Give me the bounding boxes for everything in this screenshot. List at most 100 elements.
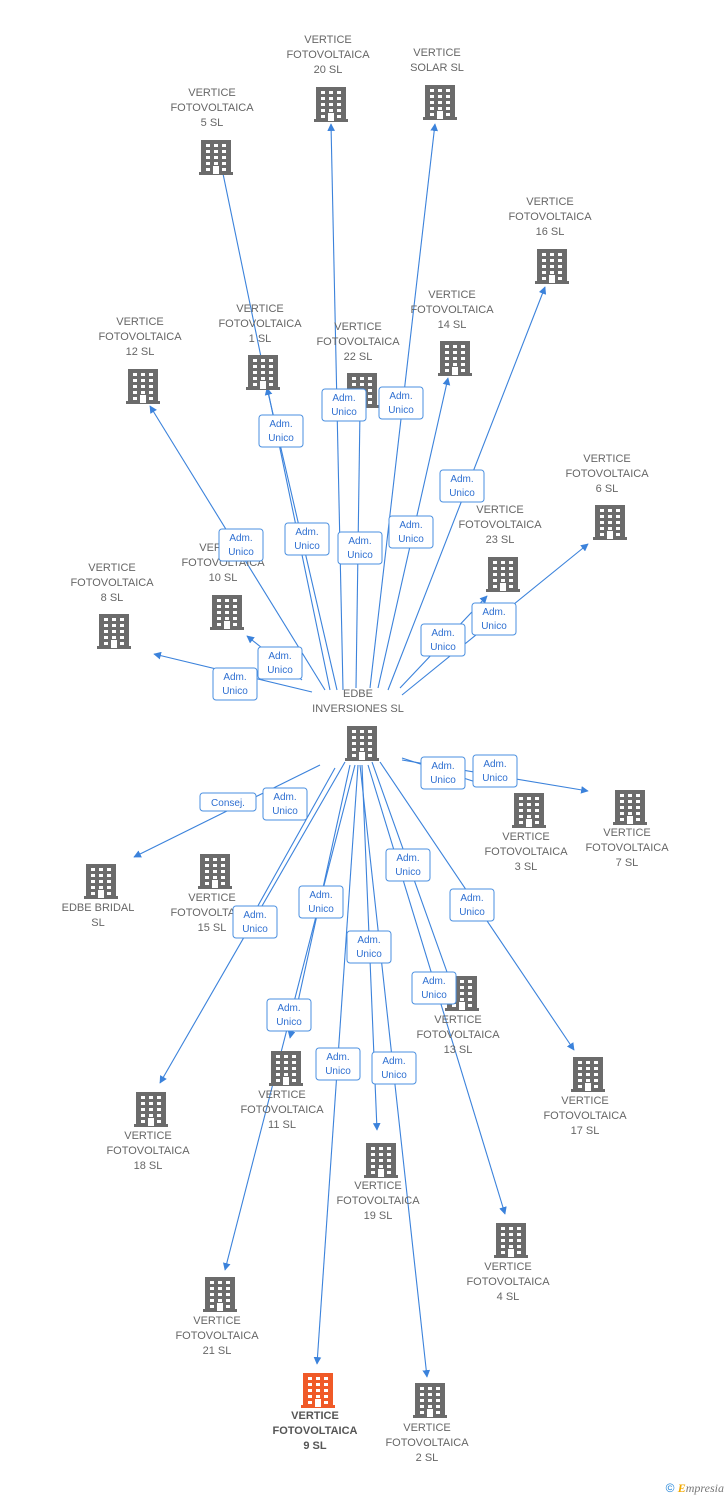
node-label-line: VERTICE bbox=[258, 1089, 305, 1101]
relation-text: Unico bbox=[308, 904, 334, 915]
building-icon-v7[interactable] bbox=[613, 790, 647, 825]
building-icon-v10[interactable] bbox=[210, 595, 244, 630]
building-icon-v4[interactable] bbox=[494, 1223, 528, 1258]
relation-label-bridal[interactable]: Consej. bbox=[199, 792, 257, 812]
node-label-line: 20 SL bbox=[314, 64, 343, 76]
relation-text: Adm. bbox=[223, 672, 246, 683]
relation-label-v12[interactable]: Adm.Unico bbox=[218, 528, 264, 562]
relation-label-v17[interactable]: Adm.Unico bbox=[449, 888, 495, 922]
relation-label-v4[interactable]: Adm.Unico bbox=[411, 971, 457, 1005]
node-label-line: VERTICE bbox=[434, 1014, 481, 1026]
relation-label-v1[interactable]: Adm.Unico bbox=[284, 522, 330, 556]
building-icon-v18[interactable] bbox=[134, 1092, 168, 1127]
relation-label-v21[interactable]: Adm.Unico bbox=[266, 998, 312, 1032]
relation-text: Unico bbox=[449, 488, 475, 499]
relation-text: Adm. bbox=[396, 853, 419, 864]
building-icon-v12[interactable] bbox=[126, 369, 160, 404]
relation-text: Adm. bbox=[450, 474, 473, 485]
node-label-line: FOTOVOLTAICA bbox=[70, 577, 154, 589]
relation-label-v15[interactable]: Adm.Unico bbox=[232, 905, 278, 939]
relation-label-v18[interactable]: Adm.Unico bbox=[262, 787, 308, 821]
relation-text: Unico bbox=[272, 806, 298, 817]
relation-label-v22[interactable]: Adm.Unico bbox=[337, 531, 383, 565]
node-label-line: 18 SL bbox=[134, 1160, 163, 1172]
building-icon-v5[interactable] bbox=[199, 140, 233, 175]
building-icon-v21[interactable] bbox=[203, 1277, 237, 1312]
relation-label-v2[interactable]: Adm.Unico bbox=[371, 1051, 417, 1085]
relation-label-v5[interactable]: Adm.Unico bbox=[258, 414, 304, 448]
building-icon-center[interactable] bbox=[345, 726, 379, 761]
node-label-line: 19 SL bbox=[364, 1210, 393, 1222]
node-label-line: VERTICE bbox=[334, 321, 381, 333]
relation-label-v16[interactable]: Adm. Unico bbox=[439, 469, 485, 503]
relation-label-v13[interactable]: Adm.Unico bbox=[385, 848, 431, 882]
relation-label-v7[interactable]: Adm.Unico bbox=[472, 754, 518, 788]
building-icon-v3[interactable] bbox=[512, 793, 546, 828]
relation-label-v19[interactable]: Adm.Unico bbox=[346, 930, 392, 964]
building-icon-v17[interactable] bbox=[571, 1057, 605, 1092]
relation-label-v9[interactable]: Adm.Unico bbox=[315, 1047, 361, 1081]
building-icon-v6[interactable] bbox=[593, 505, 627, 540]
relation-label-v14[interactable]: Adm.Unico bbox=[388, 515, 434, 549]
node-label-line: FOTOVOLTAICA bbox=[286, 49, 370, 61]
relation-label-v11[interactable]: Adm.Unico bbox=[298, 885, 344, 919]
node-label-line: 8 SL bbox=[101, 592, 124, 604]
building-icon-v15[interactable] bbox=[198, 854, 232, 889]
relation-text: Adm. bbox=[389, 391, 412, 402]
building-icon-v1[interactable] bbox=[246, 355, 280, 390]
building-icon-v14[interactable] bbox=[438, 341, 472, 376]
building-icon-v2[interactable] bbox=[413, 1383, 447, 1418]
node-label-line: FOTOVOLTAICA bbox=[410, 304, 494, 316]
relation-label-v23[interactable]: Adm.Unico bbox=[420, 623, 466, 657]
node-label-line: FOTOVOLTAICA bbox=[585, 842, 669, 854]
relation-label-v10[interactable]: Adm.Unico bbox=[257, 646, 303, 680]
edge-to-v15 bbox=[249, 767, 336, 921]
building-icon-v11[interactable] bbox=[269, 1051, 303, 1086]
building-icon-v23[interactable] bbox=[486, 557, 520, 592]
building-icon-v16[interactable] bbox=[535, 249, 569, 284]
node-label-line: VERTICE bbox=[291, 1410, 339, 1422]
node-label-line: 1 SL bbox=[249, 333, 272, 345]
building-icon-bridal[interactable] bbox=[84, 864, 118, 899]
relation-text: Unico bbox=[388, 405, 414, 416]
relation-label-v8[interactable]: Adm.Unico bbox=[212, 667, 258, 701]
building-icon-v8[interactable] bbox=[97, 614, 131, 649]
relation-text: Unico bbox=[398, 534, 424, 545]
node-label-line: 16 SL bbox=[536, 226, 565, 238]
relation-text: Unico bbox=[228, 547, 254, 558]
node-label-line: VERTICE bbox=[193, 1315, 240, 1327]
relation-label-v6[interactable]: Adm.Unico bbox=[471, 602, 517, 636]
node-label-line: VERTICE bbox=[188, 87, 235, 99]
building-icon-solar[interactable] bbox=[423, 85, 457, 120]
building-icon-v20[interactable] bbox=[314, 87, 348, 122]
relation-label-v3[interactable]: Adm.Unico bbox=[420, 756, 466, 790]
relation-label-solar[interactable]: Adm. Unico bbox=[378, 386, 424, 420]
building-icon-v9[interactable] bbox=[301, 1373, 335, 1408]
building-icon-v19[interactable] bbox=[364, 1143, 398, 1178]
relation-label-v20[interactable]: Adm.Unico bbox=[321, 388, 367, 422]
